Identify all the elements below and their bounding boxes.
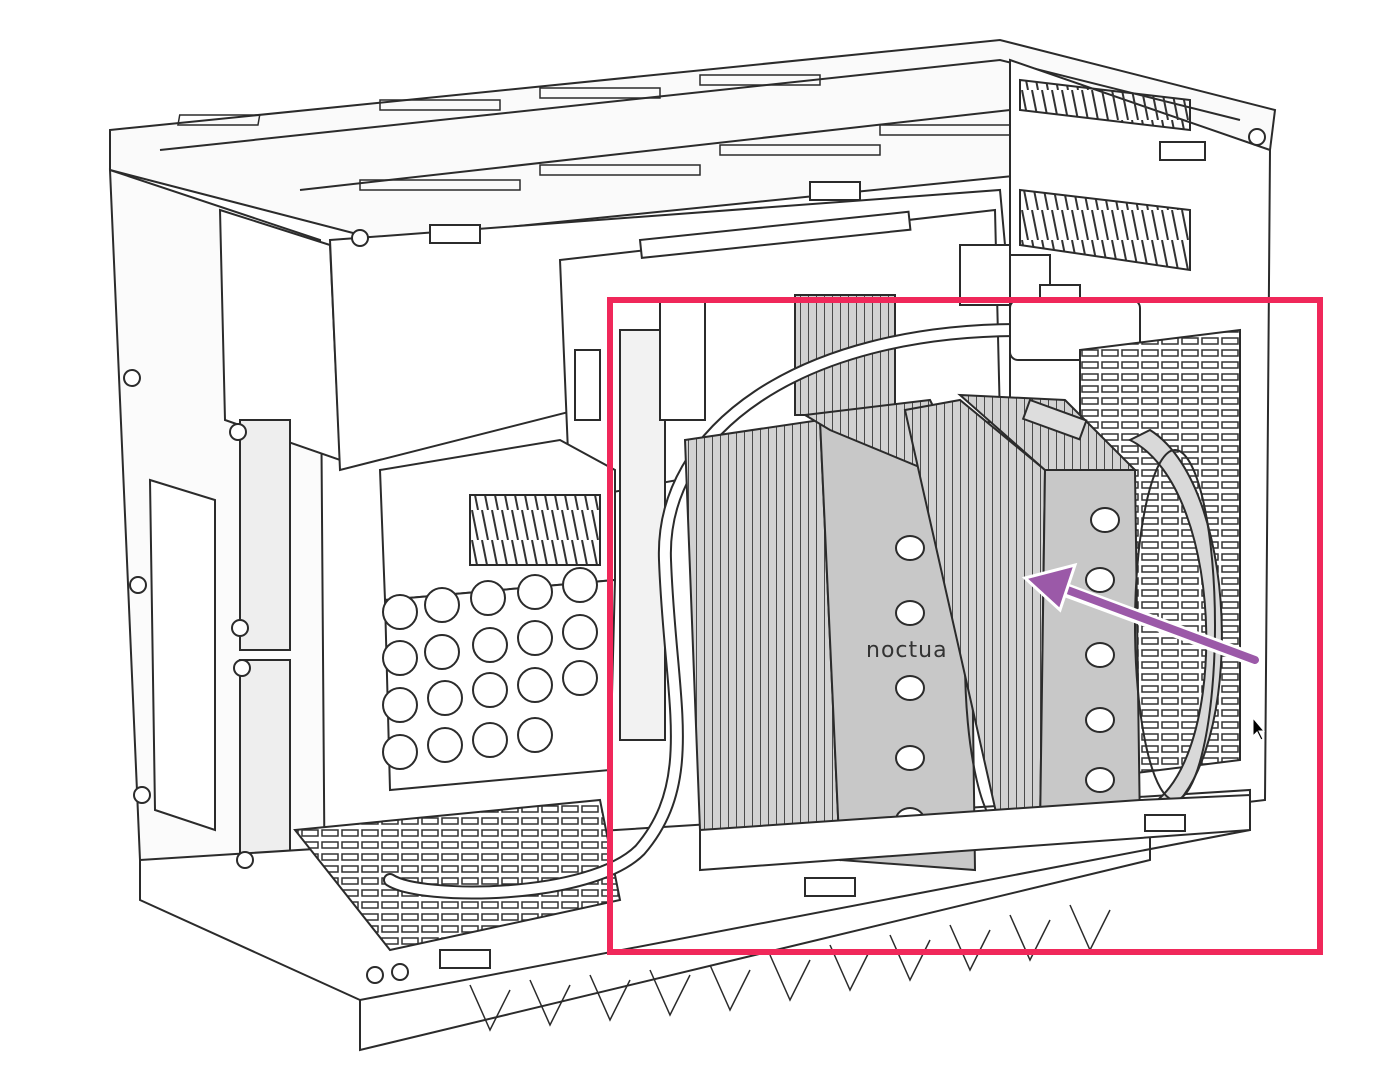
drive-bay-lower — [239, 659, 291, 881]
pcie-slot — [638, 210, 912, 260]
cpu-cooler: noctua — [683, 393, 1223, 872]
memory-module — [619, 329, 666, 741]
highlight-box — [607, 297, 1323, 955]
pointer-arrow — [1021, 562, 1262, 667]
heatsink-front-fins — [683, 418, 842, 862]
power-supply — [378, 438, 617, 792]
cooler-base-tray — [699, 793, 1251, 872]
mouse-cursor-icon — [1252, 716, 1266, 741]
heatsink-brand-label: noctua — [866, 638, 948, 663]
bottom-grill — [293, 798, 622, 952]
drive-bay-upper — [239, 419, 291, 651]
io-block — [959, 244, 1011, 306]
atx-connector — [659, 299, 706, 421]
frame-clips — [429, 141, 1206, 969]
